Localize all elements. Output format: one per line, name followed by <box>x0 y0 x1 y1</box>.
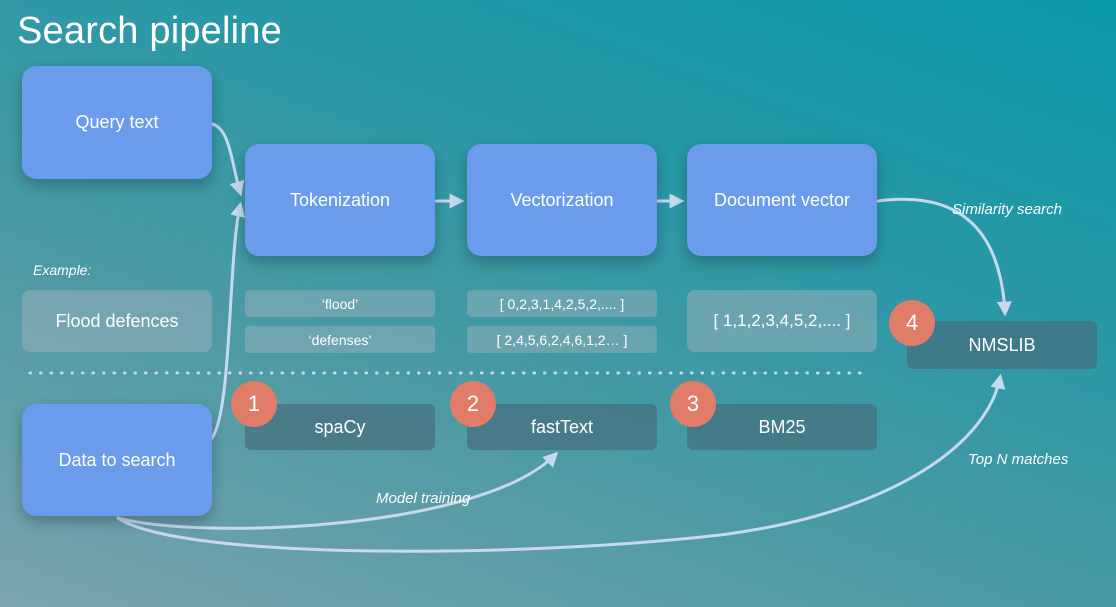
nmslib-node: NMSLIB <box>907 321 1097 369</box>
top-n-matches-label: Top N matches <box>968 451 1069 468</box>
document-vector-node: Document vector <box>687 144 877 256</box>
data-to-search-node: Data to search <box>22 404 212 516</box>
arrow-top-n-matches <box>116 373 1006 553</box>
tool-fasttext-node: fastText <box>467 404 657 450</box>
example-vector-2: [ 2,4,5,6,2,4,6,1,2… ] <box>467 326 657 353</box>
example-token-2: ‘defenses’ <box>245 326 435 353</box>
similarity-search-label: Similarity search <box>952 201 1063 218</box>
arrow-document-vector-to-nmslib <box>876 197 1012 317</box>
example-document-vector-node: [ 1,1,2,3,4,5,2,.... ] <box>687 290 877 352</box>
example-token-1: ‘flood’ <box>245 290 435 317</box>
step-badge-1: 1 <box>231 381 277 427</box>
example-label: Example: <box>33 262 92 278</box>
step-badge-4: 4 <box>889 300 935 346</box>
arrow-query-to-tokenization <box>210 122 245 197</box>
tokenization-node: Tokenization <box>245 144 435 256</box>
example-vector-1: [ 0,2,3,1,4,2,5,2,.... ] <box>467 290 657 317</box>
step-badge-3: 3 <box>670 381 716 427</box>
tool-spacy-node: spaCy <box>245 404 435 450</box>
step-badge-2: 2 <box>450 381 496 427</box>
page-title: Search pipeline <box>17 10 282 52</box>
arrow-model-training <box>116 451 559 530</box>
model-training-label: Model training <box>376 490 471 507</box>
tool-bm25-node: BM25 <box>687 404 877 450</box>
query-text-node: Query text <box>22 66 212 179</box>
vectorization-node: Vectorization <box>467 144 657 256</box>
arrow-data-to-tokenization <box>210 201 246 440</box>
example-input-node: Flood defences <box>22 290 212 352</box>
